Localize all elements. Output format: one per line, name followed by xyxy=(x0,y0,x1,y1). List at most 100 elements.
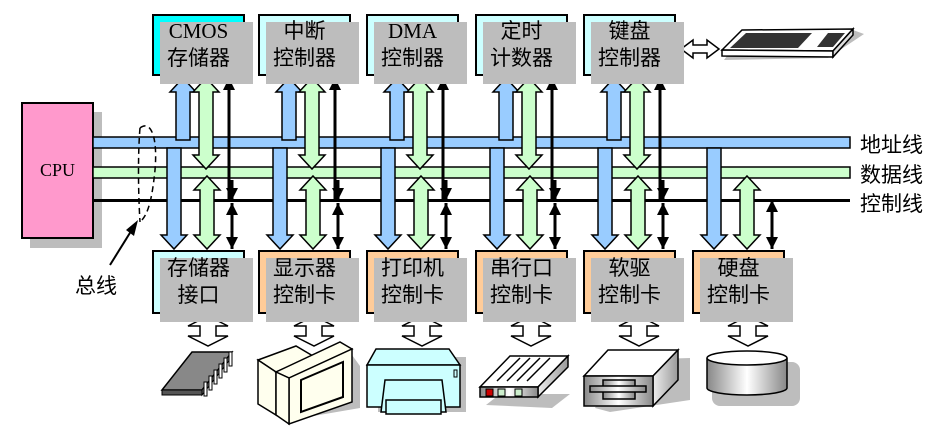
control-bus xyxy=(93,199,850,202)
top-module-label-1: CMOS xyxy=(168,19,229,43)
bottom-data-arrow-2 xyxy=(406,174,436,251)
hard-disk-icon xyxy=(706,358,788,396)
top-address-arrow-4 xyxy=(599,76,629,141)
bottom-address-arrow-3 xyxy=(482,147,512,251)
modem-vent xyxy=(516,357,541,382)
bottom-module-label-2: 控制卡 xyxy=(490,283,553,307)
keyboard-numpad xyxy=(817,33,845,47)
bottom-module-0: 存储器接口 xyxy=(152,250,253,322)
hard-disk-top xyxy=(706,350,788,366)
bottom-address-arrow-2 xyxy=(373,147,403,251)
memory-chip-front xyxy=(161,389,203,396)
bottom-address-arrow-4 xyxy=(590,147,620,251)
bus-pointer-line xyxy=(109,227,134,266)
keyboard-front xyxy=(721,49,834,58)
top-module-label-1: 定时 xyxy=(500,19,543,43)
address-bus xyxy=(92,136,851,149)
bottom-module-3: 串行口控制卡 xyxy=(475,250,576,322)
top-module-label-2: 控制器 xyxy=(598,46,661,70)
bus-line-label-data: 数据线 xyxy=(860,163,923,187)
bottom-data-arrow-1 xyxy=(298,174,328,251)
bottom-data-arrow-4 xyxy=(623,174,653,251)
top-control-arrow-2-head xyxy=(437,78,449,90)
top-data-arrow-4 xyxy=(622,76,652,171)
bottom-control-out-4-head xyxy=(657,237,669,249)
top-address-arrow-3 xyxy=(491,76,521,141)
device-connector-3 xyxy=(510,315,552,347)
bottom-module-label-1: 串行口 xyxy=(490,256,553,280)
top-module-label-2: 控制器 xyxy=(273,46,336,70)
top-module-label-2: 存储器 xyxy=(167,46,230,70)
bottom-control-out-4-head xyxy=(657,203,669,215)
bottom-module-label-2: 控制卡 xyxy=(381,283,444,307)
bottom-module-label-1: 显示器 xyxy=(273,256,336,280)
monitor-screen xyxy=(300,360,344,414)
top-module-1: 中断控制器 xyxy=(258,14,359,84)
printer-paper-out xyxy=(385,399,442,415)
bottom-control-out-0-head xyxy=(226,203,238,215)
bus-label: 总线 xyxy=(75,274,117,298)
bus-pointer-arrowhead xyxy=(126,220,138,236)
bottom-control-out-0-head xyxy=(226,237,238,249)
bottom-data-arrow-5 xyxy=(732,174,762,251)
bottom-module-1: 显示器控制卡 xyxy=(258,250,359,322)
printer-top xyxy=(365,348,462,366)
bottom-module-label-1: 软驱 xyxy=(608,256,651,280)
bottom-address-arrow-5 xyxy=(699,147,729,251)
bottom-address-arrow-1 xyxy=(265,147,295,251)
data-bus xyxy=(92,166,851,179)
bottom-module-label-2: 控制卡 xyxy=(598,283,661,307)
device-connector-5 xyxy=(727,315,769,347)
bottom-module-5: 硬盘控制卡 xyxy=(692,250,793,322)
bus-line-label-control: 控制线 xyxy=(860,192,923,216)
top-data-arrow-3 xyxy=(514,76,544,171)
top-module-label-2: 计数器 xyxy=(490,46,553,70)
bottom-module-label-2: 控制卡 xyxy=(273,283,336,307)
bottom-data-arrow-3 xyxy=(515,174,545,251)
bottom-module-4: 软驱控制卡 xyxy=(583,250,684,322)
modem-led-2 xyxy=(514,388,523,397)
top-module-3: 定时计数器 xyxy=(475,14,576,84)
top-data-arrow-2 xyxy=(405,76,435,171)
bottom-data-arrow-0 xyxy=(192,174,222,251)
bottom-control-out-3-head xyxy=(549,203,561,215)
bottom-control-out-5-head xyxy=(766,237,778,249)
bus-line-label-address: 地址线 xyxy=(860,133,923,157)
bottom-control-out-3-head xyxy=(549,237,561,249)
modem-vent xyxy=(526,357,551,382)
top-data-arrow-0 xyxy=(191,76,221,171)
bottom-control-out-2-head xyxy=(440,203,452,215)
top-module-4: 键盘控制器 xyxy=(583,14,684,84)
top-address-arrow-2 xyxy=(382,76,412,141)
modem-vent xyxy=(496,357,521,382)
top-module-label-1: DMA xyxy=(387,19,437,43)
top-control-arrow-4-head xyxy=(654,78,666,90)
bottom-control-in-2-head xyxy=(440,188,452,200)
device-connector-2 xyxy=(401,315,443,347)
top-control-arrow-3-head xyxy=(546,78,558,90)
bottom-control-out-1-head xyxy=(332,203,344,215)
bottom-module-label-2: 接口 xyxy=(177,283,220,307)
top-data-arrow-1 xyxy=(297,76,327,171)
keyboard-keys xyxy=(730,33,812,48)
modem-led-1 xyxy=(497,388,506,397)
top-control-arrow-0-head xyxy=(223,78,235,90)
bottom-control-in-3-head xyxy=(549,188,561,200)
keyboard-connector xyxy=(679,38,721,60)
bottom-module-label-1: 硬盘 xyxy=(717,256,760,280)
modem-led-0 xyxy=(485,388,494,397)
printer-button xyxy=(453,369,458,378)
memory-chip-pin xyxy=(203,381,208,397)
top-module-label-1: 中断 xyxy=(283,19,326,43)
keyboard-side xyxy=(832,27,854,59)
memory-chip-pin xyxy=(218,363,223,379)
device-connector-1 xyxy=(293,315,335,347)
bottom-control-out-1-head xyxy=(332,237,344,249)
bottom-control-in-4-head xyxy=(657,188,669,200)
bus-group-marker xyxy=(137,125,157,223)
bottom-module-label-1: 存储器 xyxy=(167,256,230,280)
bottom-address-arrow-0 xyxy=(159,147,189,251)
monitor-side xyxy=(275,370,290,426)
bottom-module-label-1: 打印机 xyxy=(381,256,444,280)
